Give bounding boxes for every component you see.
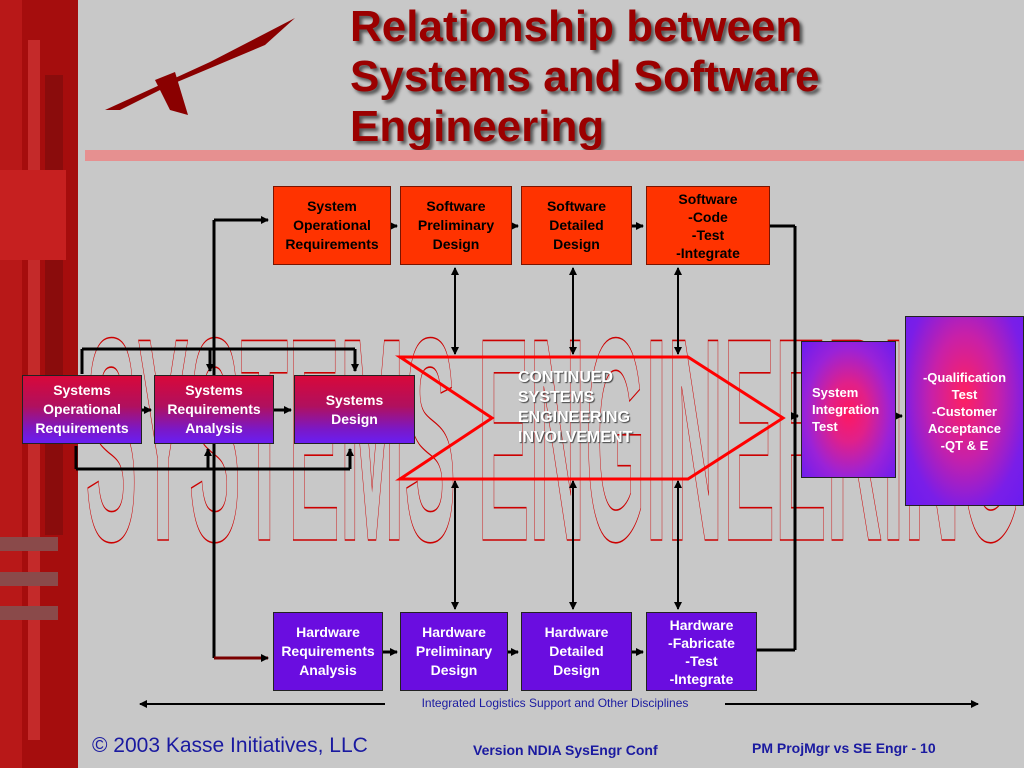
software-code-test-integrate-box: Software -Code -Test -Integrate xyxy=(646,186,770,265)
page-title: Relationship between Systems and Softwar… xyxy=(350,2,820,151)
hardware-requirements-analysis-box: Hardware Requirements Analysis xyxy=(273,612,383,691)
swoosh-logo-icon xyxy=(105,18,295,115)
systems-requirements-analysis-box: Systems Requirements Analysis xyxy=(154,375,274,444)
software-detailed-design-box: Software Detailed Design xyxy=(521,186,632,265)
continued-se-involvement-label: CONTINUED SYSTEMS ENGINEERING INVOLVEMEN… xyxy=(518,369,633,446)
systems-operational-requirements-box: Systems Operational Requirements xyxy=(22,375,142,444)
qualification-acceptance-box: -Qualification Test -Customer Acceptance… xyxy=(905,316,1024,506)
systems-design-box: Systems Design xyxy=(294,375,415,444)
version-text: Version NDIA SysEngr Conf xyxy=(473,742,658,758)
system-operational-requirements-box: System Operational Requirements xyxy=(273,186,391,265)
hardware-fabricate-test-integrate-box: Hardware -Fabricate -Test -Integrate xyxy=(646,612,757,691)
title-divider xyxy=(85,150,1024,161)
page-number-text: PM ProjMgr vs SE Engr - 10 xyxy=(752,740,936,756)
copyright-text: © 2003 Kasse Initiatives, LLC xyxy=(92,734,368,757)
hardware-preliminary-design-box: Hardware Preliminary Design xyxy=(400,612,508,691)
system-integration-test-box: System Integration Test xyxy=(801,341,896,478)
hardware-detailed-design-box: Hardware Detailed Design xyxy=(521,612,632,691)
ils-label: Integrated Logistics Support and Other D… xyxy=(421,696,689,710)
software-preliminary-design-box: Software Preliminary Design xyxy=(400,186,512,265)
